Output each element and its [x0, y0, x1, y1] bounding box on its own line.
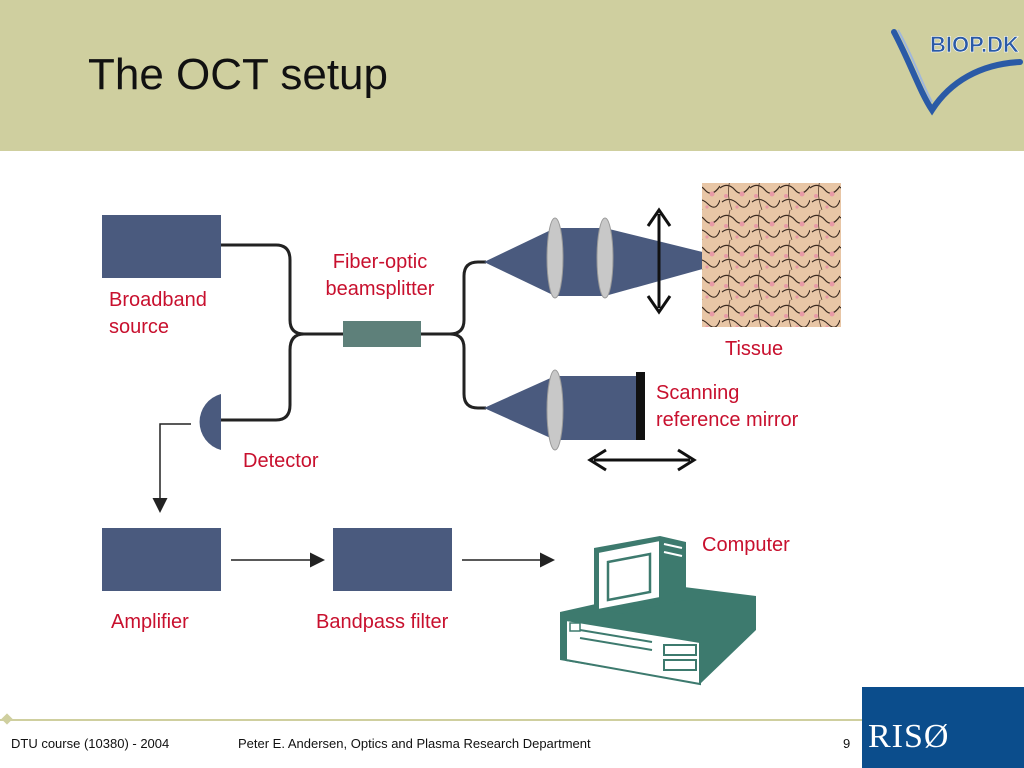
reference-beam-collimated [555, 376, 636, 440]
amplifier-box [102, 528, 221, 591]
sample-lens-1 [546, 217, 564, 299]
fiber-label-line1: Fiber-optic [332, 251, 428, 273]
footer-author: Peter E. Andersen, Optics and Plasma Res… [238, 736, 591, 751]
sample-lens-2 [596, 217, 614, 299]
fiber-coupler [343, 321, 421, 347]
mirror-label-line1: Scanning [656, 382, 740, 404]
fiber-beamsplitter-label: Fiber-optic beamsplitter [310, 249, 450, 303]
computer-label: Computer [702, 534, 790, 556]
mirror-label-line2: reference mirror [656, 409, 799, 431]
footer-course: DTU course (10380) - 2004 [11, 736, 170, 751]
title-bar [0, 0, 1024, 151]
bandpass-filter-label: Bandpass filter [316, 611, 449, 633]
logo-text: BIOP.DK [930, 32, 1019, 57]
amplifier-label: Amplifier [111, 611, 189, 633]
sample-beam-focus [605, 228, 735, 296]
tissue-sample [702, 183, 841, 327]
fiber-label-line2: beamsplitter [325, 278, 435, 300]
logo-swoosh-icon [891, 29, 1023, 116]
broadband-source-label: Broadband source [109, 287, 207, 341]
fiber-detector-to-coupler [221, 332, 305, 422]
bandpass-filter-box [333, 528, 452, 591]
tissue-label: Tissue [725, 338, 784, 360]
reference-lens [546, 369, 564, 451]
fiber-coupler-to-reference [421, 332, 486, 410]
page-number: 9 [843, 736, 851, 751]
biop-logo: BIOP.DK [891, 29, 1023, 116]
sample-beam-cone [484, 228, 555, 296]
detector-label: Detector [243, 450, 319, 472]
detector [199, 394, 221, 450]
broadband-label-line2: source [109, 316, 170, 338]
reference-mirror-label: Scanning reference mirror [656, 380, 798, 434]
riso-logo-box [862, 687, 1024, 768]
footer-divider [0, 719, 862, 721]
detector-to-amplifier-line [152, 423, 191, 513]
reference-beam-cone [484, 376, 555, 440]
broadband-source-box [102, 215, 221, 278]
slide-title: The OCT setup [88, 50, 388, 99]
computer-icon [560, 536, 756, 686]
riso-logo-text: RISØ [868, 718, 950, 755]
broadband-label-line1: Broadband [109, 289, 207, 311]
reference-mirror [636, 372, 645, 440]
